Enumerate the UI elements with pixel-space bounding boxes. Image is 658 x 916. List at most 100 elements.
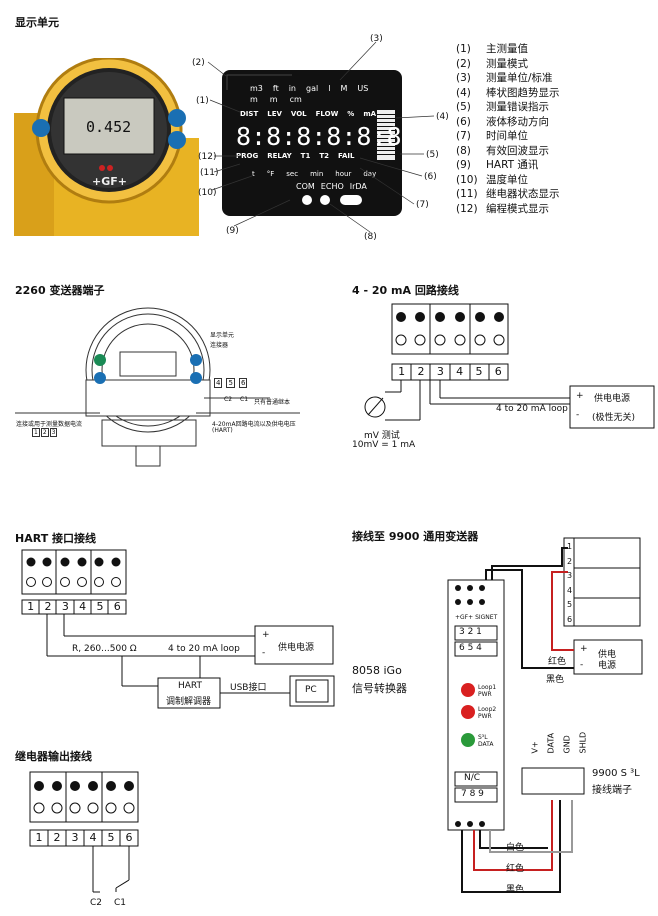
pin: DATA bbox=[546, 732, 556, 754]
callout-3: (3) bbox=[370, 34, 383, 44]
terminal: 1 bbox=[35, 831, 43, 844]
legend-item: (5)测量错误指示 bbox=[456, 101, 549, 113]
s3l-label: S³L bbox=[478, 734, 488, 741]
display-unit-photo: 0.452 +GF+ bbox=[14, 58, 204, 236]
bottom-note-2: (HART) bbox=[212, 427, 233, 434]
hart-minus: - bbox=[262, 648, 266, 658]
unit: cm bbox=[289, 95, 302, 104]
mode-label: FLOW bbox=[315, 110, 339, 118]
terminal: 6 bbox=[238, 378, 248, 388]
hart-psu: 供电电源 bbox=[278, 643, 315, 653]
black-label: 黑色 bbox=[546, 675, 565, 685]
irda-label: IrDA bbox=[349, 182, 367, 191]
display-legend: (1)主测量值 (2)测量模式 (3)测量单位/标准 (4)棒状图趋势显示 (5… bbox=[456, 42, 560, 216]
loop1-pwr: PWR bbox=[478, 691, 492, 698]
unit: in bbox=[288, 84, 296, 93]
callout-1: (1) bbox=[196, 96, 209, 106]
legend-item: (11)继电器状态显示 bbox=[456, 188, 560, 200]
terminal-9900-title: 9900 S ³L bbox=[592, 768, 640, 779]
terminal: 6 bbox=[494, 365, 502, 378]
com-label: COM bbox=[296, 182, 315, 191]
callout-10: (10) bbox=[198, 188, 217, 198]
psu-label: 供电电源 bbox=[594, 394, 631, 404]
unit: l bbox=[328, 84, 331, 93]
lcd-time-units: t °F sec min hour day bbox=[252, 170, 376, 178]
red-label: 红色 bbox=[548, 657, 567, 667]
terminal-9900-sub: 接线端子 bbox=[592, 785, 632, 796]
time-unit: sec bbox=[286, 170, 299, 178]
terminal: 1 bbox=[398, 365, 406, 378]
pin: SHLD bbox=[578, 731, 588, 754]
legend-item: (4)棒状图趋势显示 bbox=[456, 86, 560, 99]
time-unit: hour bbox=[335, 170, 352, 178]
converter-terminal-strip: 1 2 3 4 5 6 bbox=[565, 540, 574, 627]
pin: V+ bbox=[530, 741, 540, 754]
terminal: 5 bbox=[96, 600, 104, 613]
connector-label: 连接器 bbox=[210, 342, 229, 349]
photo-reading: 0.452 bbox=[86, 118, 132, 136]
unit: ft bbox=[272, 84, 279, 93]
terminal: 2 bbox=[44, 600, 52, 613]
terminal: 3 bbox=[61, 600, 69, 613]
terminal: 5 bbox=[475, 365, 483, 378]
legend-item: (3)测量单位/标准 bbox=[456, 72, 553, 84]
callout-6: (6) bbox=[424, 172, 437, 182]
lcd-com: COM ECHO IrDA bbox=[296, 182, 367, 191]
mode-label: LEV bbox=[267, 110, 282, 118]
mode-label: DIST bbox=[240, 110, 259, 118]
callout-2: (2) bbox=[192, 58, 205, 68]
relay-terminal-strip: 1 2 3 4 5 6 bbox=[30, 831, 138, 844]
legend-item: (1)主测量值 bbox=[456, 43, 528, 55]
status-label: T2 bbox=[319, 152, 329, 160]
loop1-label: Loop1 bbox=[478, 684, 497, 691]
plus-sign: + bbox=[576, 391, 584, 401]
terminal: 5 bbox=[107, 831, 115, 844]
psu-plus: + bbox=[580, 644, 588, 654]
terminal: 4 bbox=[89, 831, 97, 844]
callout-9: (9) bbox=[226, 226, 239, 236]
psu-minus: - bbox=[580, 660, 584, 670]
terminal: 3 bbox=[566, 571, 573, 580]
unit: m bbox=[269, 95, 278, 104]
lcd-digits: 8:8:8:8:8:8. bbox=[236, 122, 417, 151]
unit: gal bbox=[306, 84, 319, 93]
relay-c1: C1 bbox=[114, 898, 127, 908]
lcd-status: PROG RELAY T1 T2 FAIL bbox=[236, 152, 354, 160]
meter-label: mV 测试 bbox=[364, 431, 400, 441]
lcd-diagram: m3 ft in gal l M US m m cm DIST LEV VOL … bbox=[222, 70, 417, 216]
modem-label-2: 调制解调器 bbox=[166, 697, 212, 707]
relay-note: 只有普通继本 bbox=[254, 399, 291, 406]
terminal: 6 bbox=[566, 614, 573, 624]
converter-desc: 信号转换器 bbox=[352, 682, 407, 695]
status-label: PROG bbox=[236, 152, 259, 160]
legend-item: (2)测量模式 bbox=[456, 57, 528, 70]
resistor-label: R, 260...500 Ω bbox=[72, 644, 137, 654]
bottom-note-1: 4-20mA回路电流以及供电电压 bbox=[212, 421, 296, 428]
hart-plus: + bbox=[262, 630, 270, 640]
terminal: 3 bbox=[436, 365, 444, 378]
terminal: 6 bbox=[113, 600, 121, 613]
legend-item: (9)HART 通讯 bbox=[456, 159, 539, 171]
nc-label: N/C bbox=[464, 773, 481, 783]
time-unit: day bbox=[363, 170, 377, 178]
legend-item: (7)时间单位 bbox=[456, 130, 528, 142]
loop-label: 4 to 20 mA loop bbox=[496, 404, 568, 414]
section-title-loop: 4 - 20 mA 回路接线 bbox=[352, 284, 459, 297]
terminal: 4 bbox=[79, 600, 87, 613]
converter-name: 8058 iGo bbox=[352, 664, 402, 677]
time-unit: t bbox=[252, 170, 255, 178]
time-unit: °F bbox=[266, 170, 275, 178]
white-label: 白色 bbox=[506, 843, 525, 853]
unit: US bbox=[357, 84, 369, 93]
mode-label: % bbox=[347, 110, 355, 118]
photo-brand: +GF+ bbox=[92, 175, 127, 188]
status-label: T1 bbox=[300, 152, 311, 160]
terminal-456: 4 5 6 bbox=[214, 378, 248, 388]
section-title-2260: 2260 变送器端子 bbox=[15, 284, 105, 297]
loop-terminal-strip: 1 2 3 4 5 6 bbox=[392, 365, 508, 378]
terminal: 1 bbox=[566, 542, 573, 551]
legend-item: (8)有效回波显示 bbox=[456, 144, 549, 157]
psu-label-1: 供电 bbox=[598, 650, 617, 660]
callout-5: (5) bbox=[426, 150, 439, 160]
status-label: FAIL bbox=[337, 152, 355, 160]
